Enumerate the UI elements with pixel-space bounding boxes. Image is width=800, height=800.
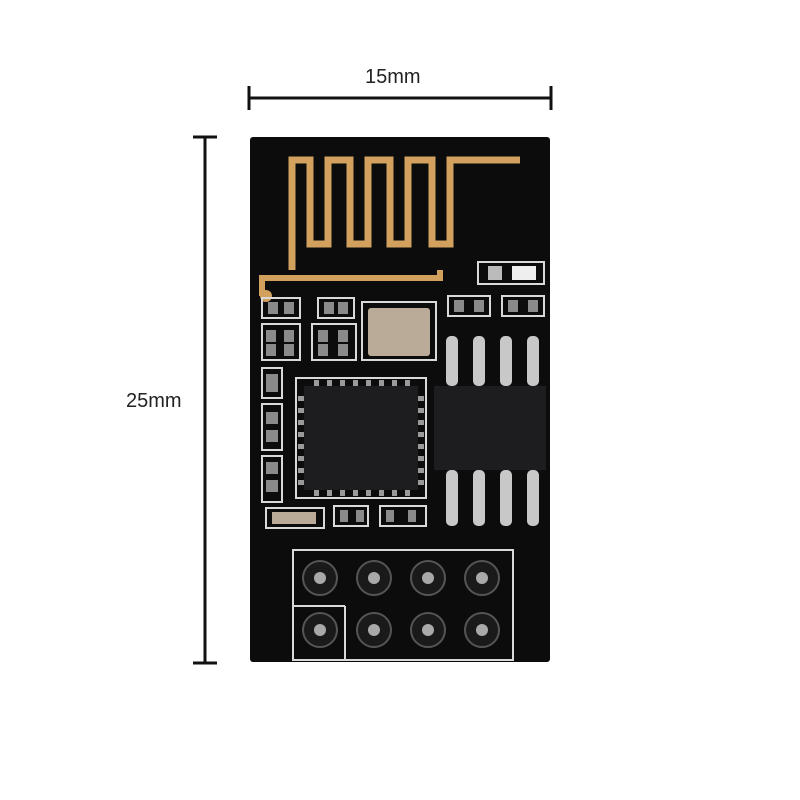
qfn-pin <box>298 480 304 485</box>
soic-pin <box>500 470 512 526</box>
qfn-pin <box>418 432 424 437</box>
header-pin-tip <box>476 572 488 584</box>
height-dimension-label: 25mm <box>126 390 182 412</box>
crystal-oscillator-icon <box>361 301 437 361</box>
soic-pins <box>446 336 539 526</box>
esp8266-chip-icon <box>295 377 427 499</box>
qfn-pin <box>366 490 371 496</box>
smd-parts <box>266 300 538 524</box>
header-pin-tip <box>314 624 326 636</box>
header-pin-tip <box>422 624 434 636</box>
height-dimension-arrow-icon <box>193 135 217 665</box>
qfn-pin <box>418 420 424 425</box>
qfn-pin <box>314 380 319 386</box>
header-pin-tip <box>368 572 380 584</box>
qfn-pin <box>327 380 332 386</box>
qfn-pin <box>366 380 371 386</box>
qfn-pin <box>298 420 304 425</box>
header-pin-tip <box>314 572 326 584</box>
qfn-pin <box>418 456 424 461</box>
antenna-feed-trace <box>259 270 443 296</box>
soic-pin <box>527 336 539 386</box>
qfn-pin <box>353 380 358 386</box>
qfn-pin <box>379 490 384 496</box>
qfn-pin <box>340 490 345 496</box>
flash-chip-icon <box>434 386 546 470</box>
header-pin-tip <box>422 572 434 584</box>
soic-pin <box>473 336 485 386</box>
width-dimension-label: 15mm <box>365 66 421 88</box>
smd-components <box>261 295 545 529</box>
led-component <box>477 261 545 285</box>
qfn-pin <box>418 480 424 485</box>
qfn-pin <box>314 490 319 496</box>
qfn-pin <box>340 380 345 386</box>
soic-pin <box>446 470 458 526</box>
qfn-pin <box>298 408 304 413</box>
qfn-pin <box>418 408 424 413</box>
soic-pin <box>527 470 539 526</box>
qfn-pin <box>418 468 424 473</box>
qfn-pin <box>353 490 358 496</box>
qfn-pin <box>392 490 397 496</box>
qfn-pin <box>418 444 424 449</box>
qfn-pin <box>418 396 424 401</box>
qfn-pin <box>298 432 304 437</box>
soic-pin <box>473 470 485 526</box>
width-dimension-arrow-icon <box>247 86 553 110</box>
qfn-pin <box>298 444 304 449</box>
soic-pin <box>500 336 512 386</box>
qfn-pin <box>379 380 384 386</box>
qfn-pin <box>327 490 332 496</box>
header-pads <box>302 560 500 648</box>
qfn-pin <box>298 396 304 401</box>
qfn-pin <box>405 490 410 496</box>
qfn-pin <box>392 380 397 386</box>
qfn-pin <box>298 468 304 473</box>
qfn-pin <box>298 456 304 461</box>
soic-pin <box>446 336 458 386</box>
header-pins-icon <box>292 549 514 661</box>
header-pin-tip <box>476 624 488 636</box>
qfn-pins <box>298 380 424 496</box>
header-pin-tip <box>368 624 380 636</box>
pcb-antenna-icon <box>288 156 520 270</box>
qfn-pin <box>405 380 410 386</box>
